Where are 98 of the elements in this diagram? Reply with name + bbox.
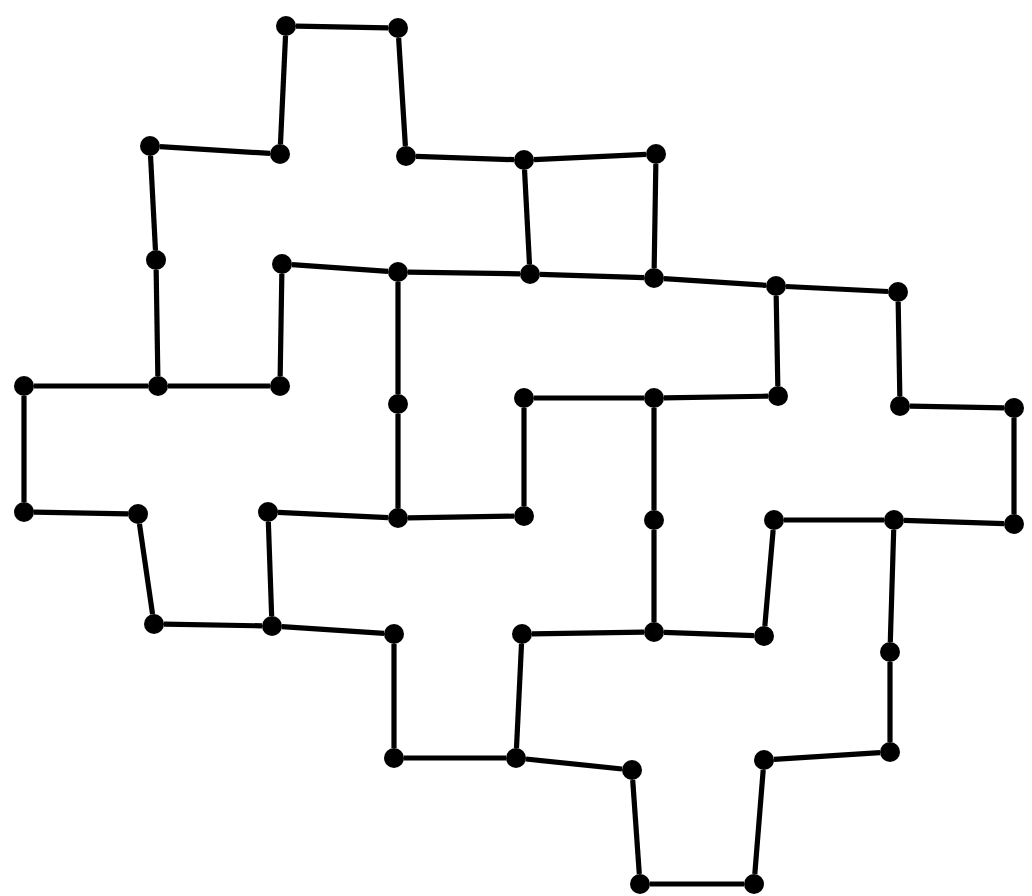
vertex-dot bbox=[884, 510, 904, 530]
vertex-dot bbox=[514, 388, 534, 408]
connector-line bbox=[147, 155, 159, 251]
connector-line bbox=[773, 295, 781, 387]
connector-line bbox=[539, 271, 645, 281]
vertex-dot bbox=[880, 742, 900, 762]
vertex-dot bbox=[764, 510, 784, 530]
vertex-dot bbox=[146, 250, 166, 270]
connector-line bbox=[159, 144, 271, 156]
connector-line bbox=[762, 529, 776, 627]
connector-line bbox=[136, 523, 156, 615]
vertex-dot bbox=[388, 262, 408, 282]
connector-line bbox=[663, 629, 755, 639]
connector-line bbox=[281, 624, 385, 636]
vertex-dot bbox=[630, 874, 650, 894]
connector-line bbox=[663, 276, 767, 288]
connector-line bbox=[525, 756, 623, 772]
connector-line bbox=[1011, 418, 1017, 514]
connector-line bbox=[265, 521, 275, 617]
vertex-dot bbox=[766, 276, 786, 296]
connector-line bbox=[903, 517, 1005, 527]
vertex-dot bbox=[148, 376, 168, 396]
connector-line bbox=[295, 23, 389, 31]
vertex-dot bbox=[1004, 398, 1024, 418]
connector-line bbox=[415, 153, 515, 163]
vertex-dot bbox=[262, 616, 282, 636]
connector-line bbox=[784, 517, 884, 523]
connector-line bbox=[277, 273, 285, 377]
connector-line bbox=[407, 513, 515, 521]
connector-line bbox=[513, 643, 525, 749]
connector-line bbox=[521, 408, 527, 506]
vertex-dot bbox=[744, 874, 764, 894]
vertex-dot bbox=[1004, 514, 1024, 534]
vertex-dot bbox=[388, 18, 408, 38]
vertex-dot bbox=[622, 760, 642, 780]
connector-line bbox=[773, 750, 881, 762]
connector-line bbox=[396, 37, 408, 147]
vertex-dot bbox=[754, 626, 774, 646]
vertex-dot bbox=[258, 502, 278, 522]
connector-line bbox=[21, 396, 27, 502]
connector-line bbox=[153, 269, 161, 377]
connector-line bbox=[752, 769, 766, 875]
connector-line bbox=[534, 395, 644, 401]
vertex-dot bbox=[644, 510, 664, 530]
connector-line bbox=[407, 269, 521, 277]
connector-line bbox=[651, 408, 657, 510]
connector-line bbox=[651, 163, 659, 269]
connector-line bbox=[909, 403, 1005, 411]
connector-line bbox=[395, 414, 401, 508]
connector-line bbox=[887, 529, 897, 643]
connector-line bbox=[277, 35, 289, 145]
vertex-dot bbox=[384, 624, 404, 644]
vertex-dot bbox=[384, 748, 404, 768]
vertex-dot bbox=[644, 388, 664, 408]
connector-line bbox=[291, 262, 389, 274]
vertex-dot bbox=[644, 622, 664, 642]
connector-line bbox=[277, 509, 389, 521]
vertex-dot bbox=[388, 508, 408, 528]
vertex-dot bbox=[754, 750, 774, 770]
connector-line bbox=[33, 509, 129, 517]
connector-line bbox=[531, 629, 645, 637]
connector-line bbox=[168, 383, 270, 389]
vertex-dot bbox=[880, 642, 900, 662]
vertex-dot bbox=[270, 376, 290, 396]
vertex-dot bbox=[644, 268, 664, 288]
vertex-dot bbox=[144, 614, 164, 634]
vertex-dot bbox=[888, 282, 908, 302]
connector-line bbox=[650, 881, 744, 887]
connector-line bbox=[630, 779, 642, 875]
vertex-dot bbox=[14, 376, 34, 396]
connector-line bbox=[34, 383, 148, 389]
vertex-dot bbox=[646, 144, 666, 164]
vertex-dot bbox=[270, 144, 290, 164]
vertex-dot bbox=[520, 264, 540, 284]
connector-line bbox=[895, 301, 903, 397]
vertex-dot bbox=[512, 624, 532, 644]
vertex-dot bbox=[514, 506, 534, 526]
vertex-dot bbox=[514, 150, 534, 170]
vertex-dot bbox=[272, 254, 292, 274]
vertex-dot bbox=[396, 146, 416, 166]
connector-line bbox=[651, 530, 657, 622]
connector-line bbox=[887, 662, 893, 742]
vertex-dot bbox=[128, 504, 148, 524]
connector-line bbox=[391, 644, 397, 748]
vertex-dot bbox=[506, 748, 526, 768]
vertex-dot bbox=[14, 502, 34, 522]
vertex-dot bbox=[388, 394, 408, 414]
vertex-dot bbox=[140, 136, 160, 156]
connector-line bbox=[404, 755, 506, 761]
connector-line bbox=[663, 393, 769, 401]
connector-line bbox=[533, 151, 647, 163]
connector-line bbox=[785, 283, 889, 295]
vertex-dot bbox=[768, 386, 788, 406]
connector-line bbox=[163, 621, 263, 629]
connector-line bbox=[521, 169, 533, 265]
vertex-dot bbox=[276, 16, 296, 36]
connector-line bbox=[395, 282, 401, 394]
vertex-dot bbox=[890, 396, 910, 416]
